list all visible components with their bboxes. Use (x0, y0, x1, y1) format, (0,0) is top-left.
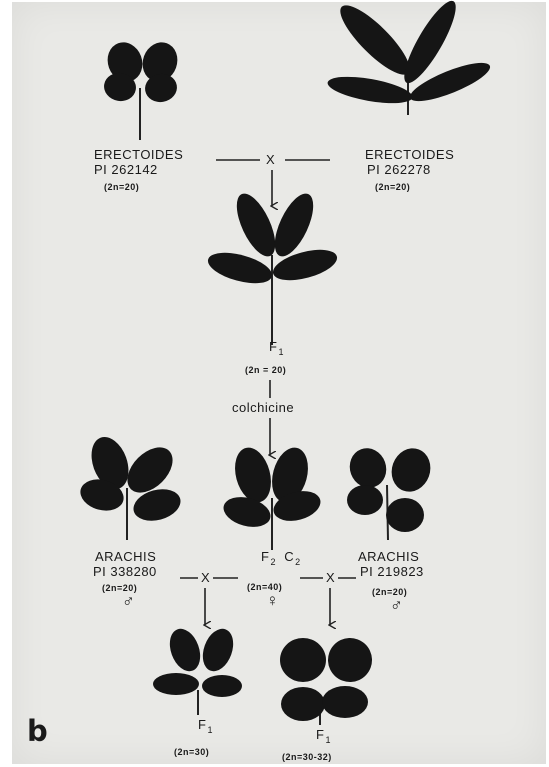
cross-symbol-top: X (266, 153, 275, 167)
hybrid-right-chromosomes: (2n=30-32) (282, 750, 332, 764)
parent2-chromosomes: (2n=20) (375, 180, 410, 194)
leaf-f1 (205, 188, 340, 345)
parent2-accession: PI 262278 (367, 163, 431, 177)
arachis-left-name: ARACHIS (95, 550, 156, 564)
hybrid-left-label: F1 (198, 718, 213, 733)
parent1-accession: PI 262142 (94, 163, 158, 177)
female-symbol: ♀ (266, 592, 279, 609)
cross-symbol-left: X (201, 571, 210, 585)
f2c2-label: F2 C2 (261, 550, 301, 565)
male-symbol-right: ♂ (390, 597, 403, 614)
treatment-label: colchicine (232, 401, 294, 415)
parent1-name: ERECTOIDES (94, 148, 183, 162)
f1-label: F1 (269, 340, 284, 355)
parent1-chromosomes: (2n=20) (104, 180, 139, 194)
leaf-erectoides-262142 (102, 37, 183, 140)
arachis-right-accession: PI 219823 (360, 565, 424, 579)
leaf-hybrid-338280 (153, 625, 242, 715)
panel-letter: b (27, 714, 48, 748)
parent2-name: ERECTOIDES (365, 148, 454, 162)
leaf-arachis-219823 (344, 443, 436, 540)
cross-symbol-right: X (326, 571, 335, 585)
male-symbol-left: ♂ (122, 593, 135, 610)
leaf-f2c2 (220, 444, 324, 550)
arachis-right-name: ARACHIS (358, 550, 419, 564)
hybrid-left-chromosomes: (2n=30) (174, 745, 209, 759)
f1-chromosomes: (2n = 20) (245, 363, 286, 377)
leaf-hybrid-219823 (280, 632, 378, 725)
leaf-erectoides-262278 (326, 0, 494, 115)
leaf-arachis-338280 (77, 432, 184, 540)
hybrid-right-label: F1 (316, 728, 331, 743)
arachis-left-accession: PI 338280 (93, 565, 157, 579)
